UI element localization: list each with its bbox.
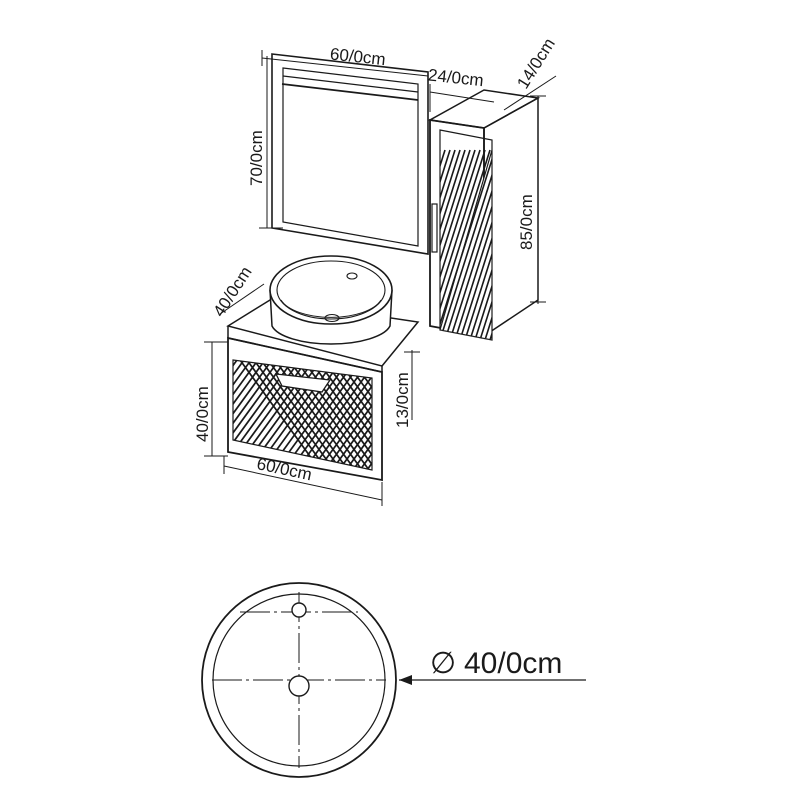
basin-diameter-label: 40/0cm (464, 647, 562, 680)
slat-line (337, 360, 372, 470)
slat-line (380, 360, 460, 470)
slat-line (352, 360, 372, 470)
mirror (271, 53, 429, 255)
slat-line (469, 149, 492, 340)
mirror-height-label: 70/0cm (247, 130, 266, 186)
slat-line (440, 149, 451, 340)
slat-line (422, 360, 502, 470)
slat-line (440, 149, 476, 340)
slat-line (415, 360, 495, 470)
vanity-height-label: 40/0cm (193, 386, 212, 442)
slat-line (449, 149, 492, 340)
drawer-handle (274, 373, 332, 393)
diameter-symbol: ∅ (430, 647, 456, 680)
vessel-basin (269, 255, 393, 345)
slat-line (479, 149, 492, 340)
slat-line (309, 360, 372, 470)
slat-line (440, 149, 456, 340)
slat-line (344, 360, 372, 470)
vanity-width-dimension (223, 456, 383, 506)
slat-line (246, 360, 328, 470)
slat-line (233, 360, 280, 470)
slat-line (233, 360, 259, 470)
slat-line (253, 360, 335, 470)
slat-line (464, 149, 492, 340)
slat-line (351, 360, 372, 470)
slat-line (401, 360, 481, 470)
tap-hole (291, 602, 307, 618)
mirror-width-dimension (261, 50, 429, 77)
slat-line (450, 360, 530, 470)
drain-hole (288, 675, 310, 697)
slat-line (440, 149, 466, 340)
cabinet-height-label: 85/0cm (517, 194, 536, 250)
slat-line (323, 360, 372, 470)
slat-line (464, 360, 544, 470)
vanity-width-label: 60/0cm (255, 454, 313, 484)
cabinet-handle (431, 203, 438, 253)
slat-line (429, 360, 509, 470)
slat-line (373, 360, 453, 470)
vanity-unit (150, 299, 544, 482)
slat-line (331, 360, 372, 470)
slat-line (316, 360, 372, 470)
mirror-width-label: 60/0cm (329, 44, 386, 69)
slat-line (345, 360, 372, 470)
slat-line (440, 149, 481, 340)
cabinet-height-dimension (530, 95, 546, 304)
slat-line (440, 149, 492, 340)
slat-line (440, 149, 492, 340)
slat-line (443, 360, 523, 470)
vanity-depth-label: 40/0cm (209, 263, 255, 320)
slat-line (233, 360, 273, 470)
slat-line (260, 360, 342, 470)
slat-line (459, 149, 492, 340)
slat-line (233, 360, 252, 470)
slat-line (457, 360, 537, 470)
vanity-depth-dimension (219, 283, 265, 315)
cabinet-slat-pattern (440, 149, 492, 340)
slat-line (484, 149, 492, 340)
slat-line (440, 149, 471, 340)
slat-line (444, 149, 492, 340)
cabinet-width-label: 24/0cm (427, 65, 484, 90)
slat-line (454, 149, 492, 340)
slat-line (474, 149, 492, 340)
tall-cabinet (427, 89, 541, 341)
slat-line (150, 360, 230, 470)
slat-line (239, 360, 321, 470)
slat-line (408, 360, 488, 470)
cabinet-width-dimension (429, 84, 495, 112)
slat-line (338, 360, 372, 470)
drawer-height-dimension (404, 350, 420, 420)
basin-top-view (201, 582, 397, 778)
slat-line (233, 360, 287, 470)
slat-line (233, 360, 266, 470)
slat-line (440, 149, 461, 340)
drawer-height-label: 13/0cm (393, 372, 412, 428)
slat-line (374, 360, 454, 470)
cabinet-depth-dimension (503, 75, 557, 111)
cabinet-depth-label: 14/0cm (513, 35, 559, 92)
slat-line (436, 360, 516, 470)
basin-diameter-leader (399, 675, 586, 685)
slat-line (330, 360, 372, 470)
slat-line (440, 149, 486, 340)
slat-line (440, 149, 491, 340)
mirror-height-dimension (259, 56, 283, 229)
